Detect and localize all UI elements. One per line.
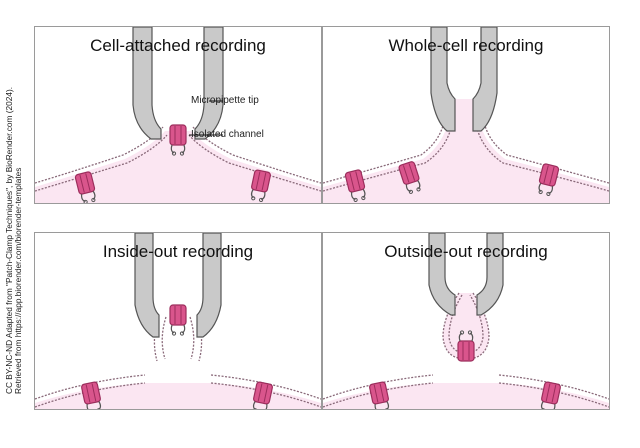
outside-out-illustration bbox=[323, 233, 609, 409]
panel-title: Inside-out recording bbox=[102, 242, 254, 261]
whole-cell-illustration bbox=[323, 27, 609, 203]
panel-whole-cell: Whole-cell recording bbox=[322, 26, 610, 204]
cell-attached-illustration bbox=[35, 27, 321, 203]
micropipette-tip-label: Micropipette tip bbox=[191, 95, 259, 106]
panel-cell-attached: Cell-attached recording Micropipette tip… bbox=[34, 26, 322, 204]
panel-outside-out: Outside-out recording bbox=[322, 232, 610, 410]
inverted-channel-icon bbox=[169, 304, 187, 336]
isolated-channel-label: Isolated channel bbox=[191, 129, 264, 140]
panel-title: Outside-out recording bbox=[384, 242, 548, 261]
panel-title: Cell-attached recording bbox=[90, 36, 266, 55]
credit-text: CC BY-NC-ND Adapted from "Patch-Clamp Te… bbox=[4, 64, 23, 394]
panel-title: Whole-cell recording bbox=[388, 36, 544, 55]
inside-out-illustration bbox=[35, 233, 321, 409]
credit-line-2: Retrieved from https://app.biorender.com… bbox=[13, 168, 23, 394]
panel-inside-out: Inside-out recording bbox=[34, 232, 322, 410]
credit-line-1: CC BY-NC-ND Adapted from "Patch-Clamp Te… bbox=[4, 87, 14, 394]
